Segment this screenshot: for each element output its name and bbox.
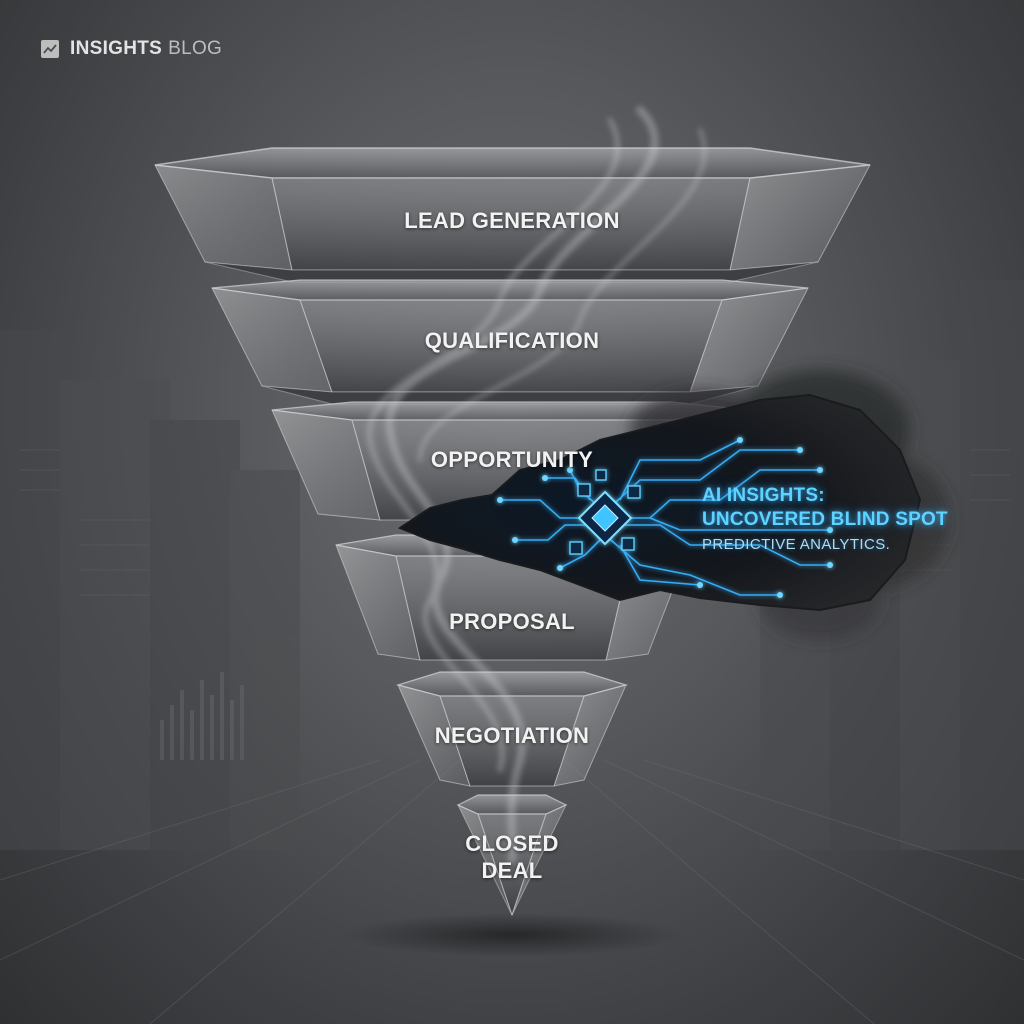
torn-blind-spot	[397, 393, 922, 612]
circuit-nodes	[497, 437, 833, 598]
background-buildings	[0, 280, 1024, 850]
stage-label-lead-generation: LEAD GENERATION	[404, 208, 620, 233]
trend-chart-icon	[41, 40, 59, 58]
stage-label-proposal: PROPOSAL	[449, 609, 575, 634]
ai-insights-callout: AI INSIGHTS: UNCOVERED BLIND SPOT PREDIC…	[702, 484, 1002, 553]
callout-subtitle: PREDICTIVE ANALYTICS.	[702, 536, 891, 553]
funnel-stage-lead-generation	[154, 147, 871, 283]
floor-shadow	[342, 913, 682, 957]
stage-label-opportunity: OPPORTUNITY	[430, 447, 594, 472]
funnel-stage-negotiation	[395, 671, 629, 787]
floor-grid	[0, 759, 1024, 1024]
circuit-chips	[569, 469, 641, 555]
stage-label-closed-deal: CLOSED DEAL	[465, 831, 559, 883]
funnel-stage-closed-deal	[456, 794, 568, 917]
ai-core-chip	[577, 490, 633, 546]
callout-title-line-2: UNCOVERED BLIND SPOT	[702, 509, 948, 530]
brand-suffix: BLOG	[168, 38, 223, 59]
callout-title: AI INSIGHTS: UNCOVERED BLIND SPOT	[702, 484, 1002, 532]
stage-label-negotiation: NEGOTIATION	[434, 723, 590, 748]
smoke-wisps	[367, 106, 707, 864]
callout-title-line-1: AI INSIGHTS:	[702, 485, 825, 506]
stage-label-qualification: QUALIFICATION	[424, 328, 600, 353]
brand-name: INSIGHTS	[70, 38, 163, 59]
brand-logo: INSIGHTS BLOG	[40, 38, 222, 60]
